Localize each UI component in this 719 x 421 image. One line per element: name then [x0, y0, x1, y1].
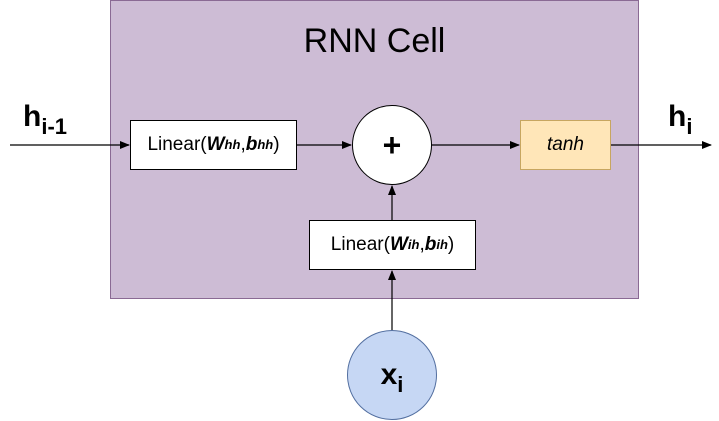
- h-next-label: hi: [668, 100, 693, 139]
- x-input-node: xi: [347, 330, 437, 420]
- cell-title: RNN Cell: [303, 22, 446, 60]
- add-node: +: [352, 105, 432, 185]
- h-prev-label: hi-1: [23, 100, 68, 139]
- tanh-node: tanh: [520, 120, 611, 170]
